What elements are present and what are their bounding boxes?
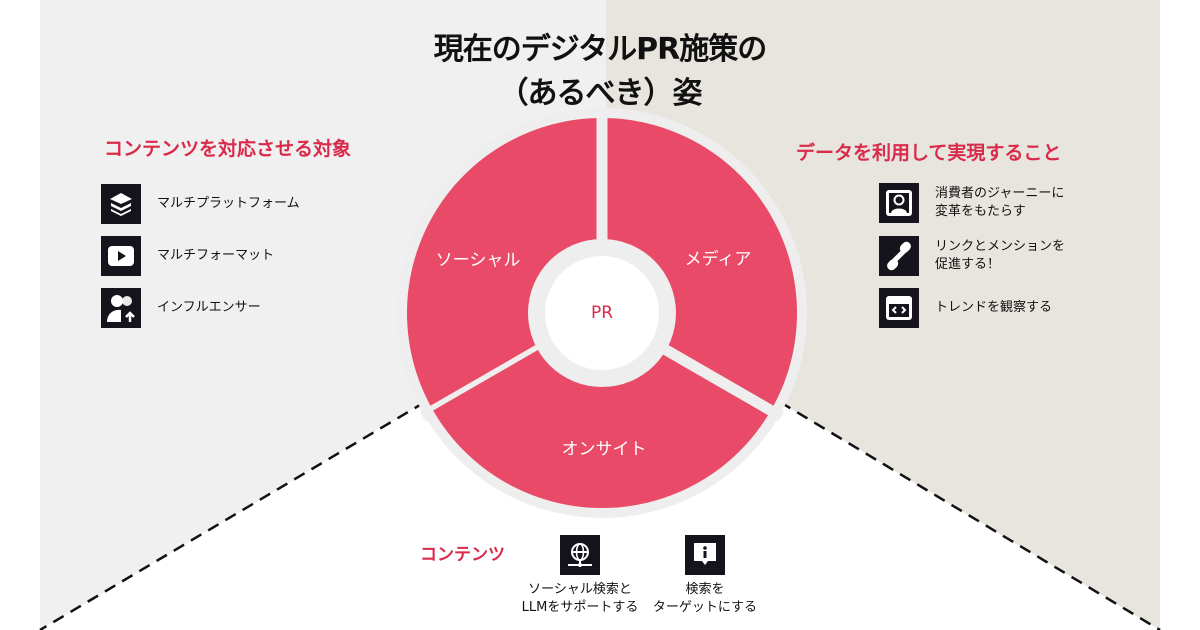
title-line-2: （あるべき）姿 (498, 76, 703, 111)
dashed-divider-left (39, 400, 426, 630)
left-item-multiformat: マルチフォーマット (101, 236, 274, 276)
item-label: マルチフォーマット (157, 248, 275, 263)
right-item-trends: トレンドを観察する (879, 288, 1052, 328)
page-title: 現在のデジタルPR施策の （あるべき）姿 (0, 28, 1200, 116)
item-label: リンクとメンションを 促進する！ (935, 239, 1066, 272)
layers-icon (101, 184, 141, 224)
bottom-item-social-search: ソーシャル検索と LLMをサポートする (510, 535, 650, 617)
item-label: インフルエンサー (157, 300, 261, 315)
segment-label-onsite: オンサイト (561, 439, 647, 460)
code-window-icon (879, 288, 919, 328)
title-line-1: 現在のデジタルPR施策の (433, 32, 768, 67)
right-item-journey: 消費者のジャーニーに 変革をもたらす (879, 183, 1064, 223)
left-item-influencer: インフルエンサー (101, 288, 261, 328)
link-icon (879, 236, 919, 276)
left-item-multiplatform: マルチプラットフォーム (101, 184, 300, 224)
item-label: ソーシャル検索と LLMをサポートする (521, 582, 639, 615)
item-label: 消費者のジャーニーに 変革をもたらす (935, 186, 1065, 219)
segment-label-social: ソーシャル (435, 250, 521, 271)
item-label: 検索を ターゲットにする (652, 582, 758, 615)
right-heading: データを利用して実現すること (796, 142, 1062, 164)
segment-onsite (433, 313, 771, 508)
item-label: マルチプラットフォーム (157, 196, 300, 211)
bottom-item-target-search: 検索を ターゲットにする (640, 535, 770, 617)
influencer-icon (101, 288, 141, 328)
item-label: トレンドを観察する (935, 300, 1053, 315)
play-icon (101, 236, 141, 276)
right-item-links: リンクとメンションを 促進する！ (879, 236, 1065, 276)
segment-label-media: メディア (684, 249, 752, 270)
wheel-center (545, 256, 659, 370)
globe-network-icon (560, 535, 600, 575)
wheel-center-label: PR (590, 303, 614, 323)
dashed-divider-right (779, 400, 1161, 630)
bottom-heading: コンテンツ (420, 545, 505, 565)
user-profile-icon (879, 183, 919, 223)
left-heading: コンテンツを対応させる対象 (104, 138, 352, 160)
info-bubble-icon (685, 535, 725, 575)
